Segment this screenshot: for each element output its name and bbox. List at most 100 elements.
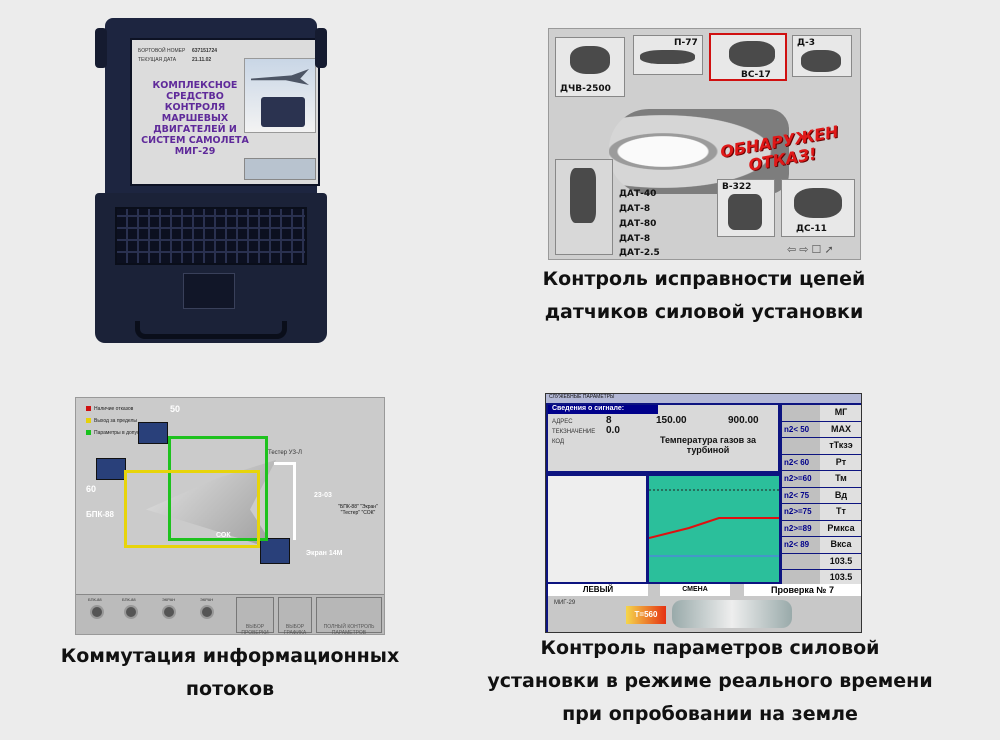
range-high: 900.00 — [728, 415, 759, 426]
info-row0-label: АДРЕС — [552, 419, 573, 425]
engine-caption: Контроль исправности цепей датчиков сило… — [520, 263, 888, 329]
shift-label[interactable]: СМЕНА — [660, 584, 730, 596]
green-link — [168, 436, 268, 541]
screen-row2-value: 21.11.02 — [192, 57, 212, 63]
sensor-box-ds11: ДС-11 — [781, 179, 855, 237]
info-row1-value: 0.0 — [606, 425, 620, 436]
legend-faults: Наличие отказов — [86, 406, 133, 412]
screen-row2-label: ТЕКУЩАЯ ДАТА — [138, 57, 177, 63]
legend-in-label: Параметры в допуске — [94, 430, 145, 436]
range-low: 150.00 — [656, 415, 687, 426]
mode-row-value: 103.5 — [820, 570, 861, 586]
sensor-box-dchv: ДЧВ-2500 — [555, 37, 625, 97]
signal-info-head: Сведения о сигнале: — [548, 405, 658, 414]
param-title: Температура газов за турбиной — [659, 435, 757, 455]
info-row0-value: 8 — [606, 415, 612, 426]
label-60: 60 — [86, 484, 97, 494]
knob-label-3: ЭКРАН — [162, 597, 176, 602]
mode-row-value: Рмкса — [820, 520, 861, 536]
mode-row-value: Вд — [820, 487, 861, 503]
mode-row-value: Тт — [820, 504, 861, 520]
mode-row-key: n2< 89 — [782, 537, 820, 553]
knob-3[interactable] — [162, 605, 176, 619]
white-link — [274, 462, 296, 540]
params-caption-line3: при опробовании на земле — [562, 703, 858, 725]
info-row1-label: ТЕКЗНАЧЕНИЕ — [552, 429, 596, 435]
param-list — [548, 476, 646, 582]
trend-graph-svg — [648, 489, 779, 557]
device-center — [260, 538, 290, 564]
label-dat40: ДАТ-40 — [619, 189, 657, 199]
mode-row-value: MAX — [820, 421, 861, 437]
label-dchv: ДЧВ-2500 — [560, 84, 611, 94]
sensor-box-dat — [555, 159, 613, 255]
label-v322: В-322 — [722, 182, 752, 192]
knob-2[interactable] — [124, 605, 138, 619]
mode-row-value: МГ — [820, 405, 861, 421]
legend-out-of-range: Выход за пределы — [86, 418, 137, 424]
label-sok: СОК — [216, 532, 231, 539]
engine-caption-line2: датчиков силовой установки — [544, 301, 864, 323]
label-dat8a: ДАТ-8 — [619, 204, 651, 214]
knob-label-1: БПК-88 — [88, 597, 102, 602]
commut-caption: Коммутация информационных потоков — [40, 640, 420, 706]
label-group: "БПК-88" "Экран" "Тестер" "СОК" — [338, 504, 378, 516]
knob-label-4: ЭКРАН — [200, 597, 214, 602]
label-ds11: ДС-11 — [796, 224, 827, 234]
mode-row-key — [782, 570, 820, 586]
screen-picture — [244, 58, 316, 133]
mode-row-value: Рт — [820, 454, 861, 470]
mode-row-key: n2< 75 — [782, 487, 820, 503]
check-number-label: Проверка № 7 — [744, 584, 861, 596]
sensor-box-v322: В-322 — [717, 179, 775, 237]
engine-diagram — [672, 600, 792, 628]
mode-row-key: n2>=75 — [782, 504, 820, 520]
sensor-box-d3: Д-3 — [792, 35, 852, 77]
knob-4[interactable] — [200, 605, 214, 619]
temperature-trend — [648, 517, 779, 539]
nav-arrows-icon[interactable]: ⇦ ⇨ ☐ ➚ — [787, 244, 834, 256]
full-control-button[interactable]: ПОЛНЫЙ КОНТРОЛЬ ПАРАМЕТРОВ — [316, 597, 382, 634]
label-50: 50 — [170, 404, 181, 414]
params-top-title: СЛУЖЕБНЫЕ ПАРАМЕТРЫ — [549, 394, 615, 400]
mode-row: 103.5 — [782, 553, 861, 569]
select-check-button[interactable]: ВЫБОР ПРОВЕРКИ — [236, 597, 274, 634]
engine-caption-line1: Контроль исправности цепей — [542, 268, 866, 290]
mode-row-key — [782, 405, 820, 421]
mode-row-key: n2< 50 — [782, 421, 820, 437]
label-d3: Д-3 — [797, 38, 816, 48]
mode-row-key: n2>=89 — [782, 520, 820, 536]
device-bpk-top — [138, 422, 168, 444]
commut-caption-line2: потоков — [185, 678, 275, 700]
signal-info: Сведения о сигнале: АДРЕС 8 ТЕКЗНАЧЕНИЕ … — [548, 405, 778, 471]
carry-handle — [135, 321, 287, 339]
mode-row-key: n2< 60 — [782, 454, 820, 470]
label-tester: Тестер УЗ-Л — [268, 450, 302, 456]
params-top-bar: СЛУЖЕБНЫЕ ПАРАМЕТРЫ — [546, 394, 861, 403]
mode-row-value: 103.5 — [820, 553, 861, 569]
label-dat25: ДАТ-2.5 — [619, 248, 660, 258]
info-row2-label: КОД — [552, 439, 565, 445]
knob-1[interactable] — [90, 605, 104, 619]
temp-badge: Т=560 — [626, 606, 666, 624]
side-left-label: ЛЕВЫЙ — [548, 584, 648, 596]
screen-button — [244, 158, 316, 180]
params-caption-line1: Контроль параметров силовой — [540, 637, 880, 659]
aircraft-model-label: МИГ-29 — [554, 600, 576, 606]
select-graph-button[interactable]: ВЫБОР ГРАФИКА — [278, 597, 312, 634]
commut-caption-line1: Коммутация информационных — [60, 645, 400, 667]
sensor-box-p77: П-77 — [633, 35, 703, 75]
legend-faults-label: Наличие отказов — [94, 406, 134, 412]
control-bar: БПК-88 БПК-88 ЭКРАН ЭКРАН ВЫБОР ПРОВЕРКИ… — [76, 594, 384, 634]
mode-row: МГ — [782, 405, 861, 421]
keyboard — [115, 207, 307, 265]
screen-row1-label: БОРТОВОЙ НОМЕР — [138, 48, 186, 54]
engine-sensor-panel: ДЧВ-2500 П-77 ВС-17 Д-3 ОБНАРУЖЕН ОТКАЗ!… — [548, 28, 861, 260]
label-dat80: ДАТ-80 — [619, 219, 657, 229]
laptop-lid: БОРТОВОЙ НОМЕР 637151724 ТЕКУЩАЯ ДАТА 21… — [95, 18, 327, 196]
